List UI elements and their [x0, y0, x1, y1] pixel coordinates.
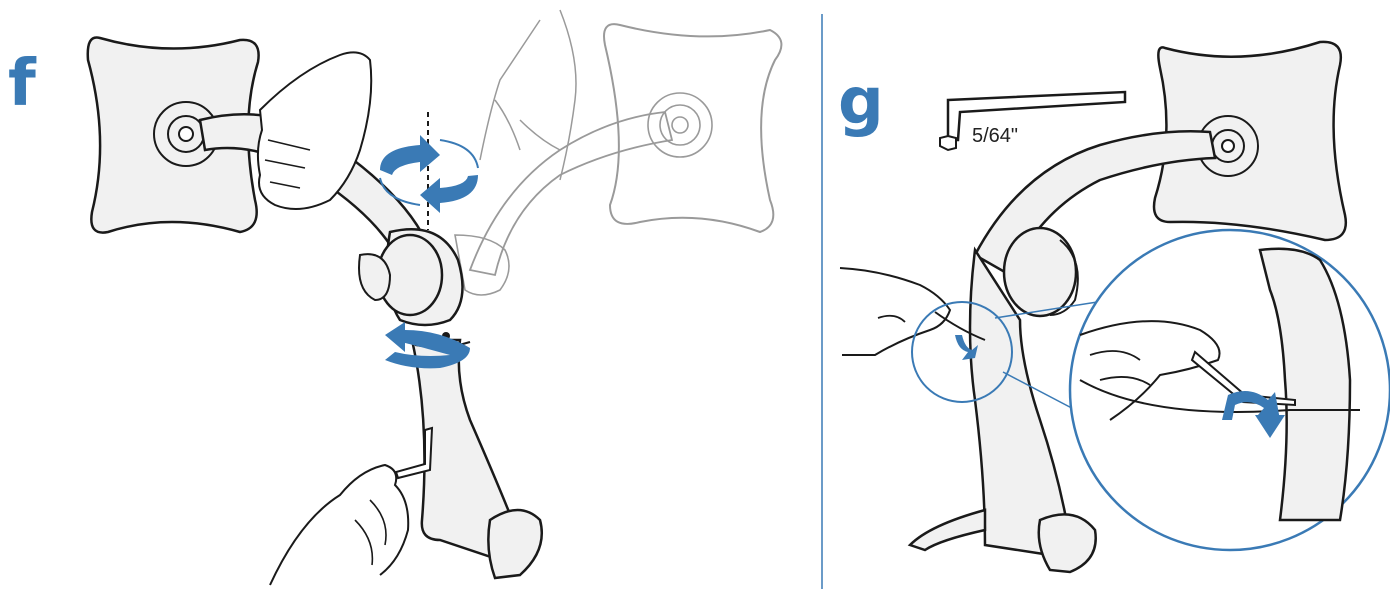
- step-f-illustration: [88, 10, 782, 585]
- stand-base-g: [910, 510, 985, 550]
- detail-magnified-view: [1070, 230, 1390, 550]
- ghost-hand: [480, 10, 576, 180]
- ghost-vesa-plate: [604, 24, 781, 232]
- hex-key-icon: [940, 92, 1125, 150]
- ghost-arm: [470, 112, 672, 275]
- stand-foot: [488, 510, 541, 578]
- swivel-arrow-icon: [385, 322, 470, 368]
- step-g-illustration: [840, 42, 1390, 572]
- hand-lower: [270, 465, 408, 585]
- hex-key-f: [396, 428, 432, 478]
